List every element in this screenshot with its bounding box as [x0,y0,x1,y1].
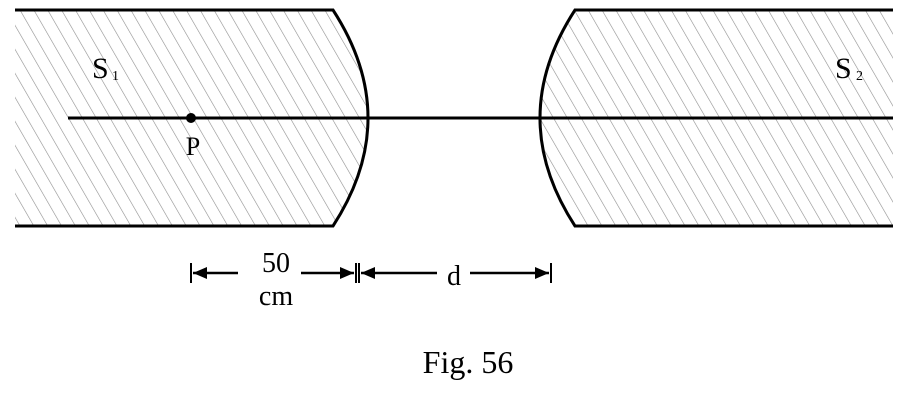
figure-caption: Fig. 56 [423,344,514,380]
dimension-50cm: 50 cm [190,248,357,312]
s2-subscript: 2 [856,69,863,84]
dim-50-unit: cm [259,281,293,312]
s2-label: S [835,52,852,85]
dim-d-arrow-right [535,267,549,279]
dim-50-value: 50 [262,248,290,279]
s1-subscript: 1 [112,69,119,84]
dim-d-label: d [447,261,461,292]
dim-d-arrow-left [361,267,375,279]
dim-50-arrow-left [193,267,207,279]
dim-50-arrow-right [340,267,354,279]
s1-label: S [92,52,109,85]
point-p-dot [186,113,196,123]
point-p-label: P [186,132,200,161]
dimension-d: d [358,261,552,292]
